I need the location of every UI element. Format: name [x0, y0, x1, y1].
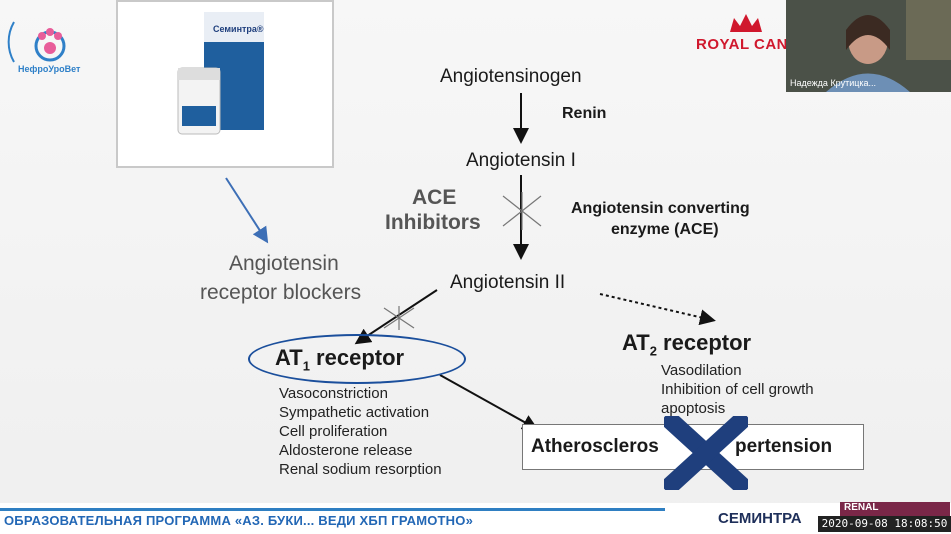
arb-line2: receptor blockers — [200, 281, 362, 304]
angiotensin1-label: Angiotensin I — [466, 150, 576, 171]
semintra-logo: СЕМИНТРА — [718, 510, 802, 527]
list-item: Sympathetic activation — [279, 404, 430, 421]
at2-receptor-label: AT2 receptor — [622, 330, 752, 359]
list-item: Vasodilation — [661, 362, 742, 379]
association-logo — [2, 2, 102, 92]
association-sublabel: НефроУроВет — [18, 64, 81, 74]
list-item: apoptosis — [661, 400, 726, 417]
renal-badge: RENAL — [840, 502, 950, 516]
timestamp: 2020-09-08 18:08:50 — [818, 516, 951, 532]
brand-logo: ROYAL CAN — [696, 36, 789, 53]
video-tile[interactable] — [786, 0, 951, 92]
at1-effects-list: Vasoconstriction Sympathetic activation … — [279, 384, 442, 479]
list-item: Inhibition of cell growth — [661, 381, 814, 398]
product-name: Семинтра® — [213, 24, 264, 34]
ace-inhibitors-line1: ACE — [412, 186, 457, 209]
arrow-to-at2 — [599, 293, 716, 326]
participant-video — [786, 0, 951, 92]
outcome-right-text: pertension — [735, 436, 833, 457]
list-item: Aldosterone release — [279, 442, 413, 459]
list-item: Vasoconstriction — [279, 385, 388, 402]
program-title: ОБРАЗОВАТЕЛЬНАЯ ПРОГРАММА «АЗ. БУКИ... В… — [4, 513, 474, 528]
arb-block-mark — [383, 306, 415, 330]
angiotensinogen-label: Angiotensinogen — [440, 66, 582, 87]
arrow-to-outcome — [439, 374, 539, 430]
arrow-product-to-arb — [225, 177, 269, 244]
at2-effects-list: Vasodilation Inhibition of cell growth a… — [661, 361, 814, 418]
list-item: Cell proliferation — [279, 423, 388, 440]
crown-icon — [730, 14, 762, 32]
ace-enzyme-line1: Angiotensin converting — [571, 200, 750, 217]
ace-inhibitors-line2: Inhibitors — [385, 211, 481, 234]
at1-receptor-label: AT1 receptor — [275, 345, 405, 374]
paw-icon — [7, 21, 66, 63]
outcome-left-text: Atheroscleros — [531, 436, 659, 457]
at1-ellipse — [248, 334, 466, 384]
arb-line1: Angiotensin — [229, 252, 339, 275]
participant-name: Надежда Крутицка... — [790, 78, 877, 88]
ace-enzyme-line2: enzyme (ACE) — [611, 221, 719, 238]
list-item: Renal sodium resorption — [279, 461, 442, 478]
angiotensin2-label: Angiotensin II — [450, 272, 566, 293]
cross-icon — [664, 416, 748, 490]
product-image: Семинтра® — [116, 0, 334, 168]
ace-block-mark — [502, 192, 542, 230]
footer-line — [0, 508, 665, 511]
renin-label: Renin — [562, 105, 607, 122]
